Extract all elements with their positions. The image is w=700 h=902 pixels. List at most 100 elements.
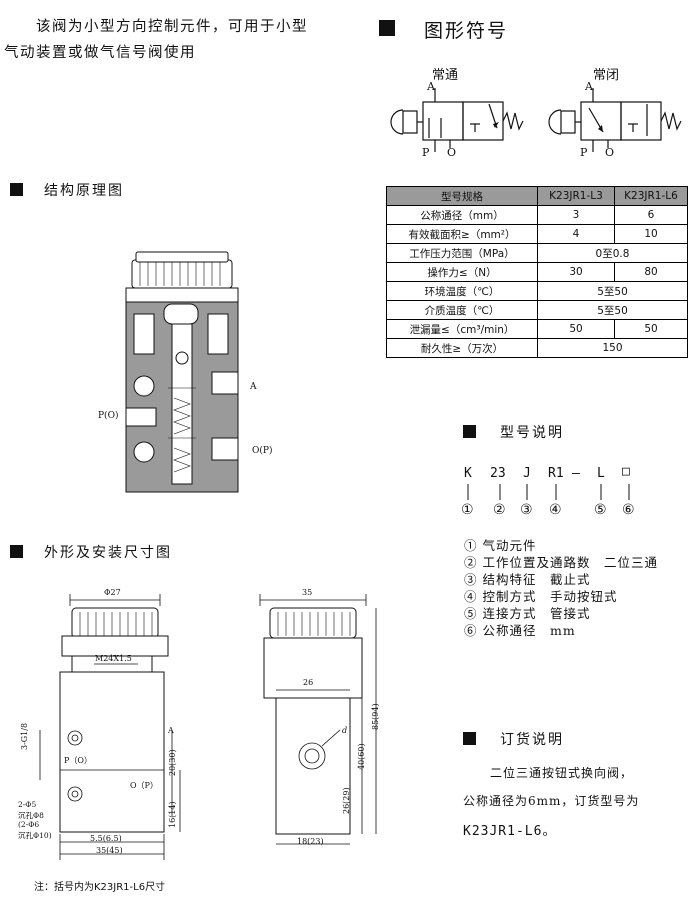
code-j: J [523,466,531,481]
row-label: 介质温度（℃） [386,300,538,320]
row-label: 泄漏量≤（cm³/min） [386,319,538,339]
dim-thread: M24X1.5 [95,654,132,663]
dim-d-label: d [342,726,348,735]
row-label: 环境温度（℃） [386,281,538,301]
table-row: 泄漏量≤（cm³/min） 50 50 [386,319,688,339]
sym-a-left: A [427,80,435,93]
symbol-normally-open-label: 常通 [432,68,459,83]
pneumatic-symbols [390,88,682,152]
table-row: 有效截面积≥（mm²） 4 10 [386,224,688,244]
order-title: 订货说明 [500,732,564,748]
row-label: 公称通径（mm） [386,205,538,225]
symbols-title: 图形符号 [424,20,509,42]
row-value: 50 [537,319,615,339]
section-bullet [463,732,476,745]
code-circle-2: ② [493,502,506,518]
footnote: 注：括号内为K23JR1-L6尺寸 [34,882,166,893]
section-bullet [463,425,476,438]
order-line-2: 公称通径为6mm，订货型号为 [463,794,640,808]
row-value: 4 [537,224,615,244]
symbol-normally-closed-label: 常闭 [593,68,620,83]
code-leader-lines [467,484,630,500]
dim-g18: 3-G1/8 [20,722,29,750]
dim-v85: 85(94) [371,703,380,730]
model-explanations: ① 气动元件 ② 工作位置及通路数 二位三通 ③ 结构特征 截止式 ④ 控制方式… [464,537,658,639]
explanation-item: ⑥ 公称通径 mm [464,623,576,638]
dim-v26: 26(29) [342,787,351,814]
code-box: □ [622,464,630,479]
row-value: 3 [537,205,615,225]
dim-port-a: A [168,726,174,735]
model-title: 型号说明 [500,425,564,441]
code-r1: R1 [548,466,564,481]
code-23: 23 [490,466,506,481]
dim-d26: 26 [303,678,314,687]
row-value: 150 [537,338,688,358]
row-value: 6 [614,205,688,225]
explanation-item: ④ 控制方式 手动按钮式 [464,589,618,604]
order-line-3: K23JR1-L6。 [463,824,557,839]
dim-v40: 40(60) [357,743,366,770]
explanation-item: ① 气动元件 [464,538,537,553]
table-header-cell: 型号规格 [386,186,538,206]
section-bullet [10,545,23,558]
dim-d27: Φ27 [104,588,121,597]
code-dash: — [572,466,580,481]
sym-p-left: P [422,146,430,159]
section-bullet [379,20,395,36]
intro-line-2: 气动装置或做气信号阀使用 [4,45,196,61]
row-value: 30 [537,262,615,282]
dim-holes-2: 沉孔Φ8 [18,811,44,820]
code-circle-6: ⑥ [622,502,635,518]
structure-label-a: A [250,382,257,392]
structure-drawing [125,251,239,493]
sym-a-right: A [585,80,593,93]
intro-text: 该阀为小型方向控制元件，可用于小型 气动装置或做气信号阀使用 [4,14,364,66]
dim-port-p: P（O） [64,756,92,765]
dim-v20: 20(30) [168,749,177,776]
code-circle-4: ④ [549,502,562,518]
sym-o-right: O [605,146,615,159]
dim-holes-3: (2-Φ6 [18,820,40,829]
dimensions-title: 外形及安装尺寸图 [44,545,172,561]
row-label: 耐久性≥（万次） [386,338,538,358]
explanation-item: ③ 结构特征 截止式 [464,572,591,587]
row-value: 80 [614,262,688,282]
dimension-drawing-side [259,594,377,845]
dim-v16: 16(14) [168,801,177,828]
row-label: 操作力≤（N） [386,262,538,282]
table-row: 耐久性≥（万次） 150 [386,338,688,358]
sym-o-left: O [447,146,457,159]
row-value: 50 [614,319,688,339]
table-row: 工作压力范围（MPa） 0至0.8 [386,243,688,263]
dim-h18: 18(23) [297,837,324,846]
sym-p-right: P [580,146,588,159]
dim-h35: 35(45) [96,846,123,855]
row-value: 10 [614,224,688,244]
table-row: 环境温度（℃） 5至50 [386,281,688,301]
section-bullet [10,183,23,196]
intro-line-1: 该阀为小型方向控制元件，可用于小型 [36,19,308,35]
spec-table: 型号规格 K23JR1-L3 K23JR1-L6 公称通径（mm） 3 6 有效… [386,186,688,358]
table-row: 操作力≤（N） 30 80 [386,262,688,282]
order-line-1: 二位三通按钮式换向阀， [490,766,634,780]
code-k: K [464,466,472,481]
table-row: 公称通径（mm） 3 6 [386,205,688,225]
row-label: 有效截面积≥（mm²） [386,224,538,244]
dim-d35: 35 [302,588,313,597]
row-label: 工作压力范围（MPa） [386,243,538,263]
dim-h55: 5.5(6.5) [90,834,122,843]
dim-port-o: O（P） [130,781,158,790]
row-value: 0至0.8 [537,243,688,263]
structure-title: 结构原理图 [44,183,124,199]
dim-holes-1: 2-Φ5 [18,800,37,809]
table-header-cell: K23JR1-L6 [614,186,688,206]
code-circle-5: ⑤ [594,502,607,518]
explanation-item: ② 工作位置及通路数 二位三通 [464,555,658,570]
row-value: 5至50 [537,281,688,301]
dim-holes-4: 沉孔Φ10) [18,831,52,840]
explanation-item: ⑤ 连接方式 管接式 [464,606,591,621]
code-circle-1: ① [461,502,474,518]
code-l: L [597,466,605,481]
table-header-cell: K23JR1-L3 [537,186,615,206]
